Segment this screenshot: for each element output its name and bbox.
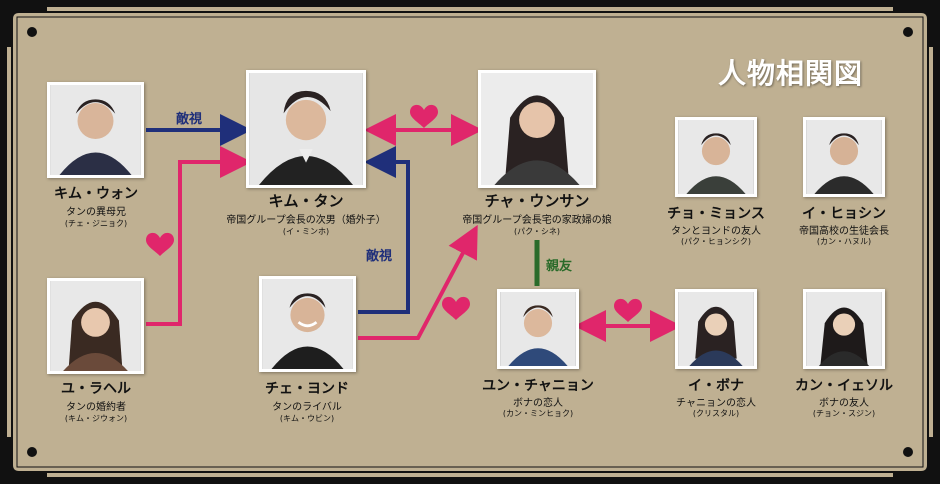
- portrait-cho-myungsoo: [675, 117, 757, 197]
- character-name: ユン・チャニョン: [482, 378, 594, 394]
- chart-title: 人物相関図: [718, 57, 864, 90]
- character-actor: (キム・ジウォン): [64, 414, 128, 423]
- character-actor: (カン・ハヌル): [816, 237, 872, 246]
- character-actor: (チェ・ジニョク): [64, 219, 128, 228]
- heart-icon: [146, 232, 174, 256]
- character-role: 帝国グループ会長宅の家政婦の娘: [462, 215, 612, 226]
- hostile-arrow-youngdo-tan: [358, 146, 410, 314]
- character-actor: (キム・ウビン): [279, 414, 335, 423]
- love-arrow-youngdo-eunsang: [358, 224, 478, 340]
- character-actor: (パク・シネ): [513, 227, 561, 236]
- character-actor: (イ・ミンホ): [282, 227, 330, 236]
- character-actor: (クリスタル): [692, 409, 740, 418]
- portrait-kim-tan: [246, 70, 366, 188]
- character-role: タンとヨンドの友人: [671, 226, 761, 237]
- character-name: カン・イェソル: [795, 378, 893, 394]
- character-role: チャニョンの恋人: [676, 398, 756, 409]
- character-actor: (チョン・スジン): [812, 409, 876, 418]
- portrait-lee-bona: [675, 289, 757, 369]
- character-role: 帝国グループ会長の次男（婚外子）: [226, 215, 386, 226]
- character-role: 帝国高校の生徒会長: [799, 226, 889, 237]
- character-actor: (カン・ミンヒョク): [502, 409, 574, 418]
- character-role: タンのライバル: [272, 402, 342, 413]
- character-name: チェ・ヨンド: [265, 381, 349, 397]
- character-name: キム・ウォン: [54, 186, 138, 202]
- character-name: チョ・ミョンス: [667, 206, 765, 222]
- heart-icon: [442, 296, 470, 320]
- portrait-yoon-chanyoung: [497, 289, 579, 369]
- relation-label-youngdo-tan: 敵視: [366, 249, 393, 264]
- character-role: ボナの恋人: [513, 398, 563, 409]
- character-name: イ・ボナ: [688, 378, 744, 394]
- character-role: タンの婚約者: [66, 402, 126, 413]
- relation-label-won-tan: 敵視: [176, 112, 203, 127]
- portrait-kim-won: [47, 82, 144, 178]
- love-arrow-rachel-tan: [146, 146, 252, 326]
- character-role: タンの異母兄: [66, 207, 126, 218]
- character-role: ボナの友人: [819, 398, 869, 409]
- character-name: キム・タン: [268, 192, 344, 210]
- portrait-choi-youngdo: [259, 276, 356, 372]
- portrait-lee-hyoshin: [803, 117, 885, 197]
- character-name: ユ・ラヘル: [61, 381, 131, 397]
- portrait-cha-eunsang: [478, 70, 596, 188]
- character-name: イ・ヒョシン: [802, 206, 886, 222]
- character-actor: (パク・ヒョンシク): [680, 237, 752, 246]
- relation-label-eunsang-chanyoung: 親友: [546, 259, 573, 274]
- portrait-kang-yesol: [803, 289, 885, 369]
- heart-icon: [410, 104, 438, 128]
- character-name: チャ・ウンサン: [484, 192, 590, 210]
- heart-icon: [614, 298, 642, 322]
- portrait-yoo-rachel: [47, 278, 144, 374]
